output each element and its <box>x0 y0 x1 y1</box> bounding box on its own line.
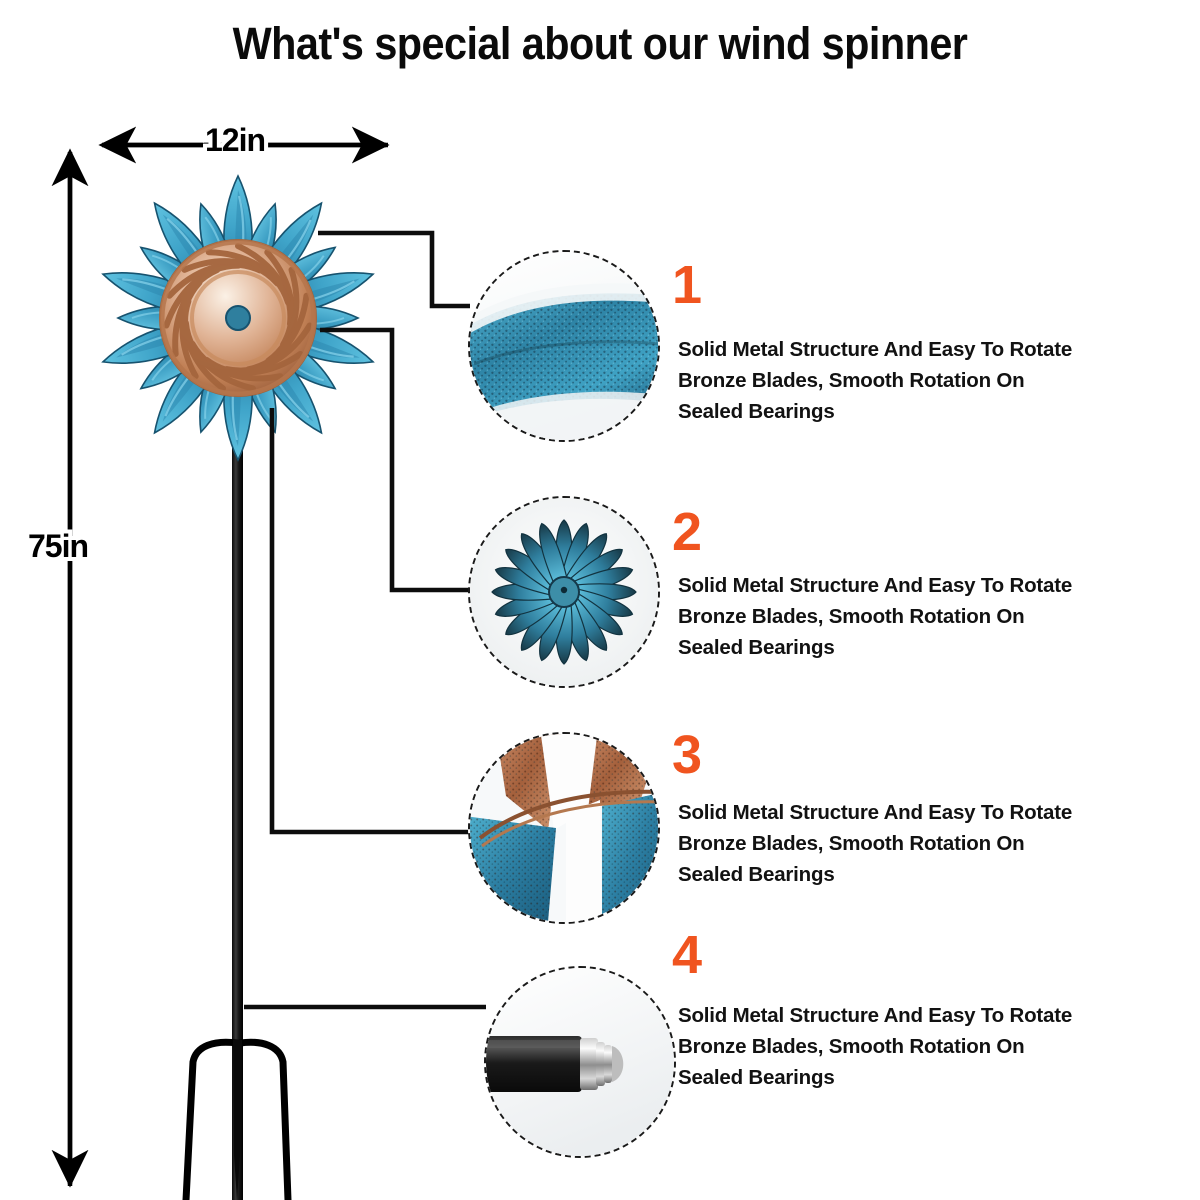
page-title: What's special about our wind spinner <box>232 18 968 69</box>
detail-circle-4[interactable] <box>484 966 676 1158</box>
leader-line-3 <box>269 408 470 835</box>
outer-petal-ring <box>97 174 379 462</box>
callout-1-line-2: Bronze Blades, Smooth Rotation On <box>678 369 1025 393</box>
callout-3-line-2: Bronze Blades, Smooth Rotation On <box>678 832 1025 856</box>
spinner-flower-head <box>97 174 379 462</box>
rotor-blades <box>491 519 637 665</box>
callout-2-line-1: Solid Metal Structure And Easy To Rotate <box>678 574 1073 597</box>
blade-texture-closeup-icon <box>470 252 658 440</box>
spinner-pole <box>232 430 243 1200</box>
callout-text-1: Solid Metal Structure And Easy To Rotate… <box>678 334 1148 427</box>
callout-number-4: 4 <box>672 925 702 985</box>
callout-1-line-3: Sealed Bearings <box>678 400 835 424</box>
callout-text-3: Solid Metal Structure And Easy To Rotate… <box>678 797 1148 890</box>
height-label-text: 75in <box>28 528 89 564</box>
bronze-and-blue-blades-closeup-icon <box>470 734 658 922</box>
detail-circle-3[interactable] <box>468 732 660 924</box>
bronze-inner-rotor <box>159 239 317 397</box>
leader-line-2 <box>320 327 470 593</box>
callout-3-line-1: Solid Metal Structure And Easy To Rotate <box>678 801 1073 824</box>
height-label-outline: 75in <box>24 524 93 568</box>
callout-4-line-3: Sealed Bearings <box>678 1066 835 1090</box>
detail-circle-1[interactable] <box>468 250 660 442</box>
callout-number-2: 2 <box>672 502 702 562</box>
pole-connector-closeup-icon <box>486 968 674 1156</box>
callout-4-line-1: Solid Metal Structure And Easy To Rotate <box>678 1004 1073 1027</box>
callout-4-line-2: Bronze Blades, Smooth Rotation On <box>678 1035 1025 1059</box>
callout-3-line-3: Sealed Bearings <box>678 863 835 887</box>
callout-1-line-1: Solid Metal Structure And Easy To Rotate <box>678 338 1073 361</box>
callout-2-line-3: Sealed Bearings <box>678 636 835 660</box>
rotor-center-bearing <box>225 305 251 331</box>
callout-text-4: Solid Metal Structure And Easy To Rotate… <box>678 1000 1148 1093</box>
stake-center-spike <box>233 1040 242 1200</box>
width-label-text: 12in <box>205 122 266 158</box>
callout-text-2: Solid Metal Structure And Easy To Rotate… <box>678 570 1148 663</box>
rear-rotor-closeup-icon <box>470 498 658 686</box>
ground-stake <box>182 1038 292 1200</box>
callout-number-3: 3 <box>672 725 702 785</box>
callout-number-1: 1 <box>672 255 702 315</box>
callout-2-line-2: Bronze Blades, Smooth Rotation On <box>678 605 1025 629</box>
width-label-outline: 12in <box>201 118 270 162</box>
leader-line-1 <box>318 230 470 309</box>
detail-circle-2[interactable] <box>468 496 660 688</box>
